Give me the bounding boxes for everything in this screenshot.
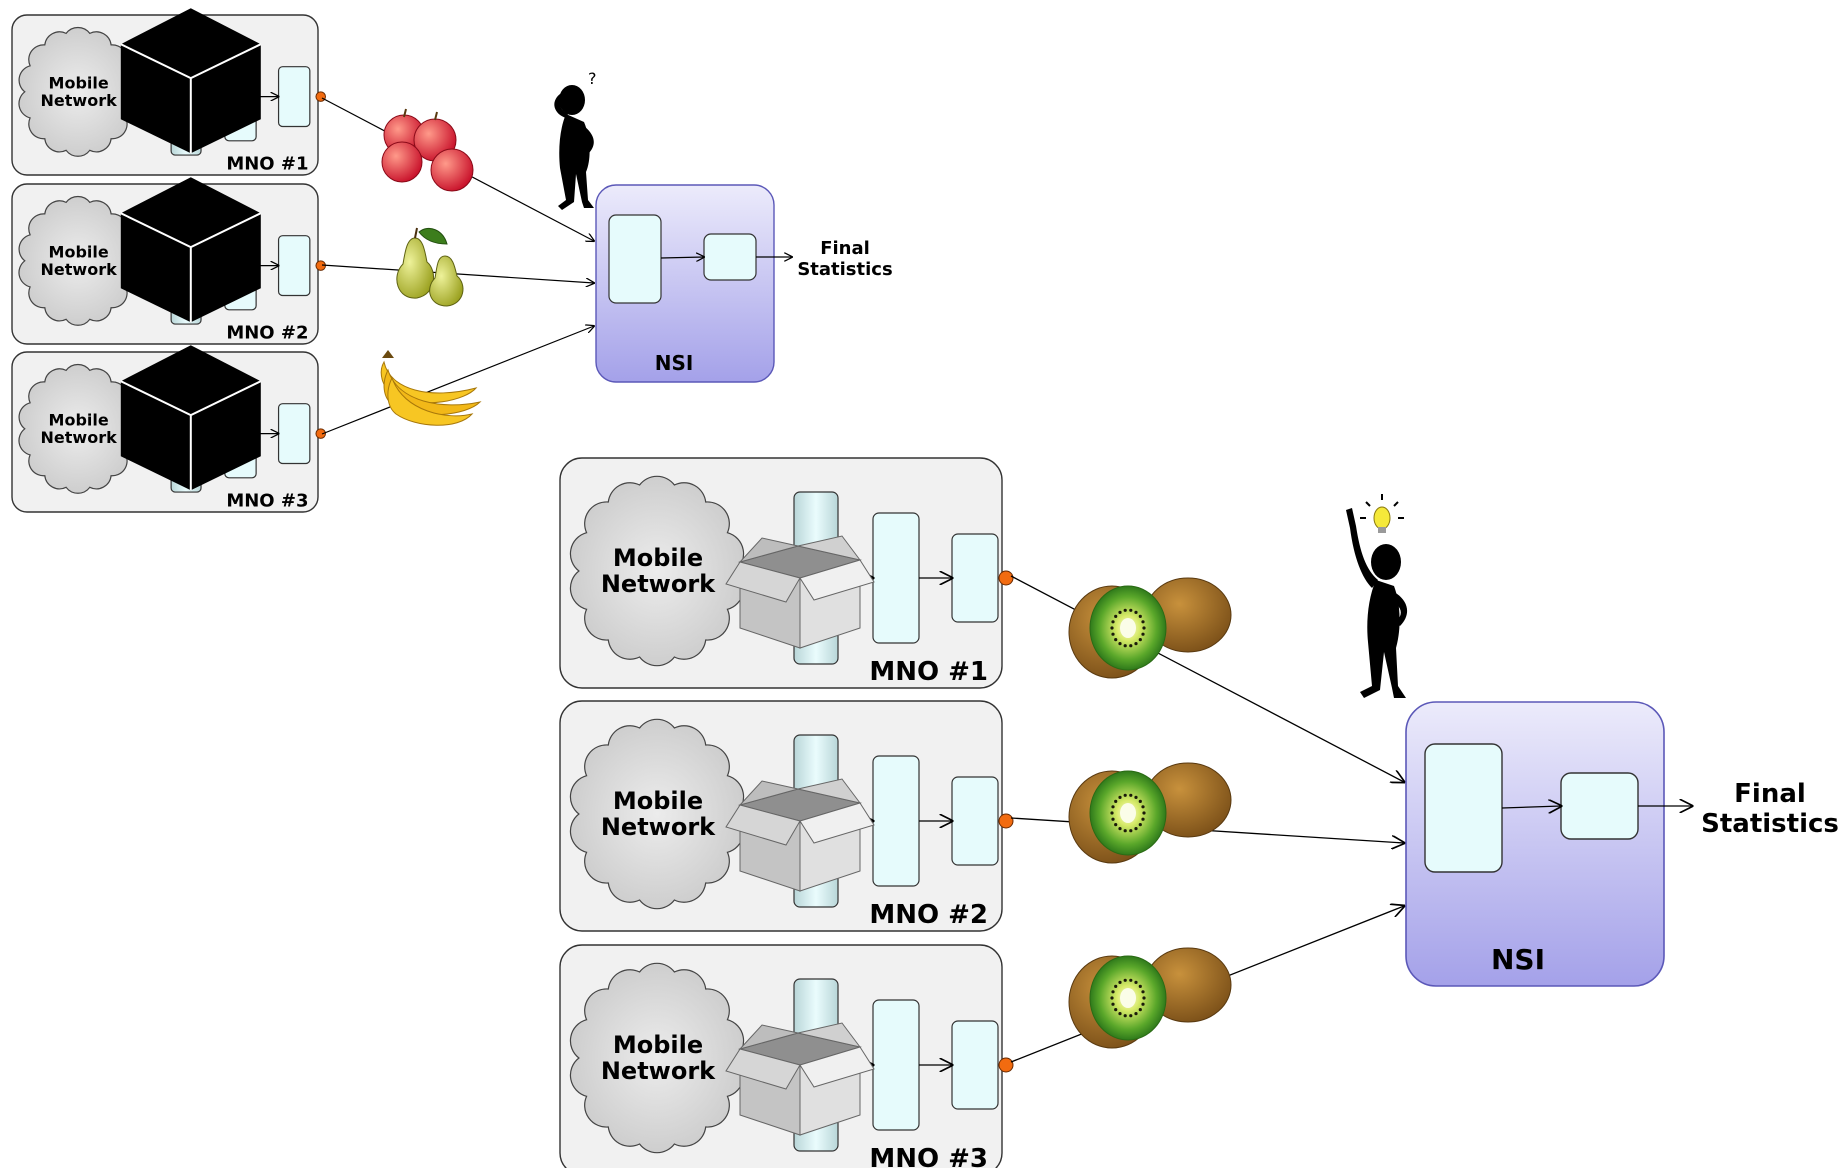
- person-icon: ?: [554, 69, 597, 210]
- final-statistics-label-2: Statistics: [797, 259, 892, 280]
- lightbulb-icon: [1360, 494, 1404, 533]
- process-stage-2: [951, 533, 999, 623]
- nsi-aggregator: [703, 233, 757, 281]
- cloud-label-line2: Network: [601, 813, 716, 841]
- process-stage-2: [277, 403, 311, 465]
- open-box-icon: [725, 778, 875, 892]
- pear-icon: [396, 227, 464, 307]
- cloud-label-line2: Network: [41, 91, 118, 110]
- mno-label: MNO #3: [869, 1144, 988, 1168]
- final-statistics-label-1: Final: [820, 238, 870, 259]
- process-stage-2: [951, 1020, 999, 1110]
- black-box-icon: [120, 177, 262, 323]
- nsi-label: NSI: [655, 351, 694, 375]
- mno-label: MNO #1: [226, 154, 308, 175]
- cloud-icon: [18, 363, 138, 494]
- process-stage-1: [872, 999, 920, 1131]
- cloud-label-line2: Network: [41, 260, 118, 279]
- black-box-icon: [120, 345, 262, 491]
- cloud-icon: [569, 962, 745, 1154]
- output-connector: [315, 91, 326, 102]
- nsi-label: NSI: [1491, 943, 1545, 976]
- kiwi-icon: [1068, 762, 1232, 864]
- process-stage-1: [872, 755, 920, 887]
- kiwi-icon: [1068, 947, 1232, 1049]
- person-icon: [1346, 494, 1408, 698]
- output-connector: [998, 1057, 1014, 1073]
- final-statistics-label-1: Final: [1734, 779, 1806, 809]
- cloud-label-line1: Mobile: [613, 544, 703, 572]
- mno-label: MNO #1: [869, 657, 988, 687]
- open-box-icon: [725, 535, 875, 649]
- cloud-label-line1: Mobile: [49, 73, 109, 92]
- nsi-aggregator: [1560, 772, 1639, 840]
- cloud-label-line1: Mobile: [613, 787, 703, 815]
- nsi-input-stage: [608, 214, 662, 304]
- cloud-icon: [18, 26, 138, 157]
- mno-label: MNO #2: [226, 323, 308, 344]
- final-statistics-label-2: Statistics: [1701, 809, 1839, 839]
- open-box-icon: [725, 1022, 875, 1136]
- cloud-label-line2: Network: [41, 428, 118, 447]
- output-connector: [998, 813, 1014, 829]
- nsi-box-top: NSI: [595, 184, 792, 383]
- apple-icon: [381, 108, 474, 192]
- process-stage-2: [277, 66, 311, 128]
- process-stage-2: [277, 235, 311, 297]
- banana-icon: [380, 350, 482, 426]
- question-mark: ?: [588, 69, 597, 88]
- cloud-label-line1: Mobile: [49, 242, 109, 261]
- mno-label: MNO #2: [869, 900, 988, 930]
- process-stage-1: [872, 512, 920, 644]
- flow-line-mno2: [321, 264, 594, 283]
- cloud-label-line1: Mobile: [613, 1031, 703, 1059]
- kiwi-icon: [1068, 577, 1232, 679]
- nsi-input-stage: [1424, 743, 1503, 873]
- cloud-label-line2: Network: [601, 570, 716, 598]
- cloud-icon: [18, 195, 138, 326]
- cloud-label-line1: Mobile: [49, 410, 109, 429]
- mno-label: MNO #3: [226, 491, 308, 512]
- flow-line-mno3: [321, 326, 594, 435]
- cloud-label-line2: Network: [601, 1057, 716, 1085]
- cloud-icon: [569, 475, 745, 667]
- output-connector: [998, 570, 1014, 586]
- output-connector: [315, 428, 326, 439]
- black-box-icon: [120, 8, 262, 154]
- process-stage-2: [951, 776, 999, 866]
- cloud-icon: [569, 718, 745, 910]
- nsi-box-bottom: NSI: [1405, 701, 1692, 987]
